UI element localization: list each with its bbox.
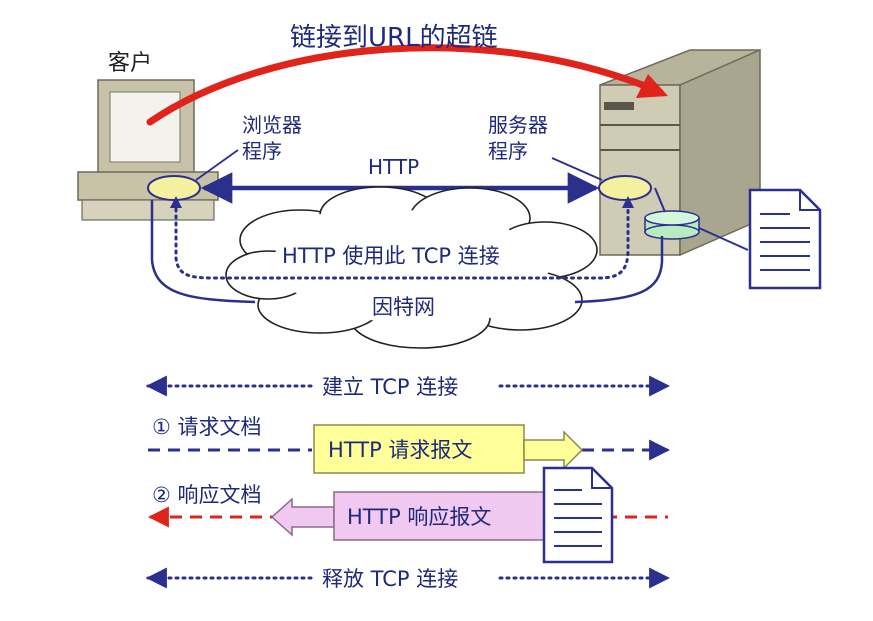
server-ellipse	[598, 175, 652, 201]
response-document-icon	[542, 466, 614, 564]
cloud-fill	[270, 210, 550, 322]
client-label: 客户	[108, 51, 152, 76]
http-label: HTTP	[368, 155, 419, 179]
client-physical-link	[150, 200, 256, 304]
tcp-arrowhead-client	[170, 196, 182, 208]
disk-to-document-line	[698, 227, 749, 251]
tcp-arrowhead-server	[622, 196, 634, 208]
diagram-title: 链接到URL的超链	[290, 23, 498, 53]
response-box-arrow	[270, 497, 335, 537]
server-label-line1: 服务器	[488, 113, 548, 137]
request-message-box	[313, 424, 525, 474]
client-computer	[77, 79, 219, 221]
request-step-label: ① 请求文档	[152, 415, 262, 439]
internet-label: 因特网	[372, 295, 435, 319]
server-to-disk-line	[654, 187, 666, 213]
server-physical-link	[574, 236, 664, 304]
hyperlink-arrowhead	[636, 74, 668, 98]
document-icon	[748, 188, 822, 290]
tcp-dotted-connection	[174, 200, 630, 280]
establish-label: 建立 TCP 连接	[322, 375, 458, 399]
server-pointer	[551, 157, 603, 181]
hyperlink-arrow	[146, 44, 664, 126]
release-label: 释放 TCP 连接	[322, 567, 458, 591]
browser-label-line1: 浏览器	[242, 113, 302, 137]
request-message-label: HTTP 请求报文	[328, 438, 472, 462]
response-message-box	[333, 491, 545, 541]
server-disk	[644, 210, 700, 240]
response-message-label: HTTP 响应报文	[347, 505, 491, 529]
server-label-line2: 程序	[488, 139, 528, 163]
request-box-arrow	[523, 430, 584, 470]
response-step-label: ② 响应文档	[152, 483, 262, 507]
tcp-usage-label: HTTP 使用此 TCP 连接	[282, 244, 500, 268]
browser-label-line2: 程序	[242, 139, 282, 163]
browser-ellipse	[147, 175, 201, 201]
